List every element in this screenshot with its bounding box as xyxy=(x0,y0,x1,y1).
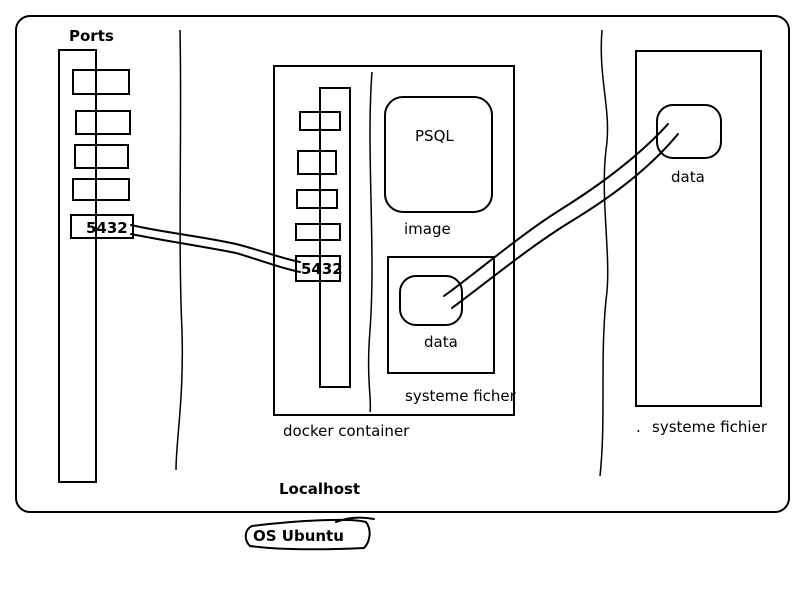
separator-line-right xyxy=(599,29,609,477)
os-ubuntu-label: OS Ubuntu xyxy=(253,527,344,545)
ports-column xyxy=(58,49,97,483)
host-port-label: 5432 xyxy=(86,219,128,237)
container-port-slot xyxy=(297,150,337,175)
container-filesystem-box xyxy=(387,256,495,374)
port-slot xyxy=(72,178,130,201)
psql-label: PSQL xyxy=(415,127,454,145)
volume-mount-connector xyxy=(443,123,669,297)
separator-line-middle xyxy=(367,71,373,413)
container-port-slot xyxy=(299,111,341,131)
host-filesystem-dot: . xyxy=(636,418,641,436)
ports-label: Ports xyxy=(69,27,114,45)
os-ubuntu-enclosure xyxy=(244,518,371,551)
host-data-blob xyxy=(656,104,722,159)
volume-mount-connector xyxy=(451,133,679,309)
psql-image-box xyxy=(384,96,493,213)
port-slot xyxy=(74,144,129,169)
port-slot xyxy=(75,110,131,135)
localhost-frame xyxy=(15,15,790,513)
host-data-label: data xyxy=(671,168,705,186)
host-filesystem-box xyxy=(635,50,762,407)
port-mapping-connector xyxy=(130,224,301,263)
port-slot xyxy=(72,69,130,95)
image-label: image xyxy=(404,220,451,238)
container-port-box xyxy=(295,255,341,282)
docker-container-label: docker container xyxy=(283,422,410,440)
container-port-slot xyxy=(295,223,341,241)
host-filesystem-label: systeme fichier xyxy=(652,418,768,436)
host-port-box xyxy=(70,214,134,239)
container-data-label: data xyxy=(424,333,458,351)
os-ubuntu-enclosure-tail xyxy=(335,516,375,523)
container-ports-column xyxy=(319,87,351,388)
container-port-slot xyxy=(296,189,338,209)
separator-line-left xyxy=(175,29,184,471)
container-port-label: 5432 xyxy=(301,260,343,278)
port-mapping-connector xyxy=(130,233,301,273)
localhost-label: Localhost xyxy=(279,480,360,498)
docker-container-box xyxy=(273,65,515,416)
container-filesystem-label: systeme ficher xyxy=(405,387,517,405)
container-data-blob xyxy=(399,275,463,326)
